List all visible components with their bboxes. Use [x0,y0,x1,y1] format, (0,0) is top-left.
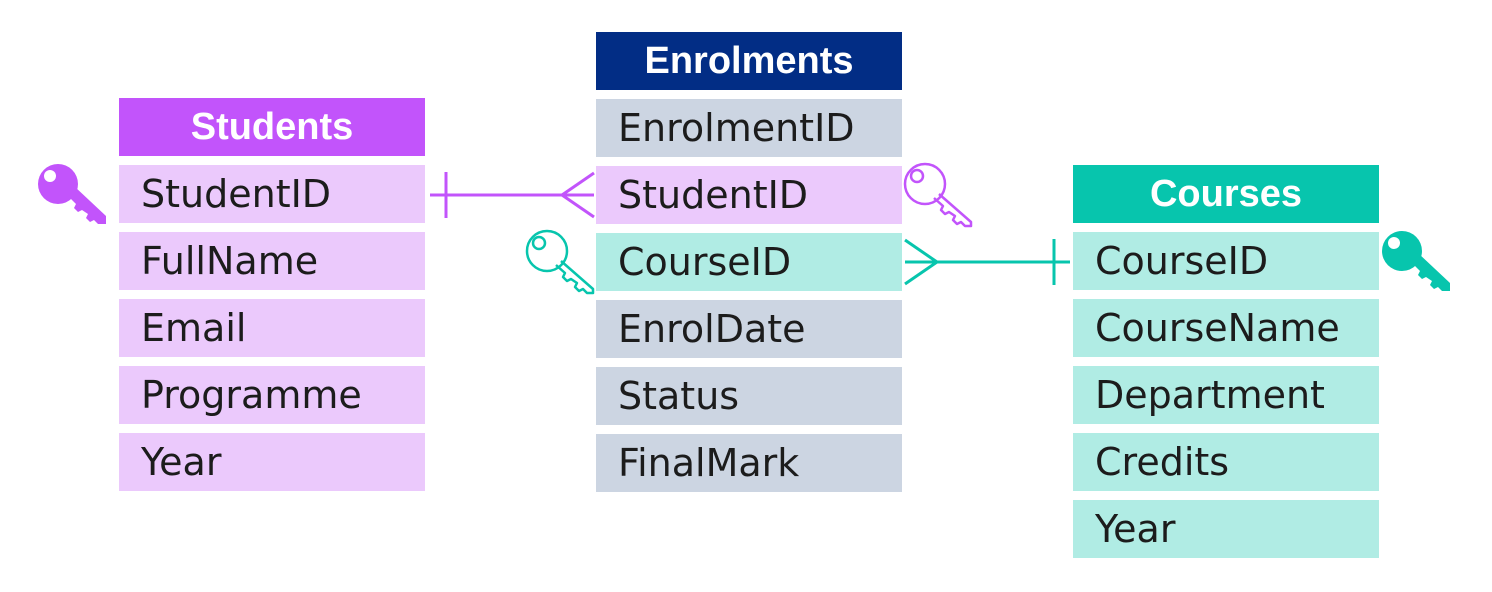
enrolments-field-status: Status [596,367,902,425]
courses-enrolments-relationship [904,238,1070,286]
foreign-key-icon [903,162,973,228]
courses-table: Courses CourseID CourseName Department C… [1073,165,1379,558]
students-field-fullname: FullName [119,232,425,290]
many-marker-lower [561,193,595,219]
courses-field-department: Department [1073,366,1379,424]
students-field-programme: Programme [119,366,425,424]
courses-field-year: Year [1073,500,1379,558]
students-field-studentid: StudentID [119,165,425,223]
courses-field-coursename: CourseName [1073,299,1379,357]
courses-field-courseid: CourseID [1073,232,1379,290]
many-marker-upper [904,238,938,264]
students-field-email: Email [119,299,425,357]
many-marker-upper [561,171,595,197]
courses-table-header: Courses [1073,165,1379,223]
enrolments-field-courseid: CourseID [596,233,902,291]
foreign-key-icon [525,229,595,295]
enrolments-field-enroldate: EnrolDate [596,300,902,358]
primary-key-icon [38,164,106,224]
many-marker-lower [904,260,938,286]
students-enrolments-relationship [430,171,595,219]
courses-field-credits: Credits [1073,433,1379,491]
enrolments-table-header: Enrolments [596,32,902,90]
students-field-year: Year [119,433,425,491]
primary-key-icon [1382,231,1450,291]
enrolments-field-enrolmentid: EnrolmentID [596,99,902,157]
students-table: Students StudentID FullName Email Progra… [119,98,425,491]
students-table-header: Students [119,98,425,156]
enrolments-table: Enrolments EnrolmentID StudentID CourseI… [596,32,902,492]
enrolments-field-studentid: StudentID [596,166,902,224]
enrolments-field-finalmark: FinalMark [596,434,902,492]
